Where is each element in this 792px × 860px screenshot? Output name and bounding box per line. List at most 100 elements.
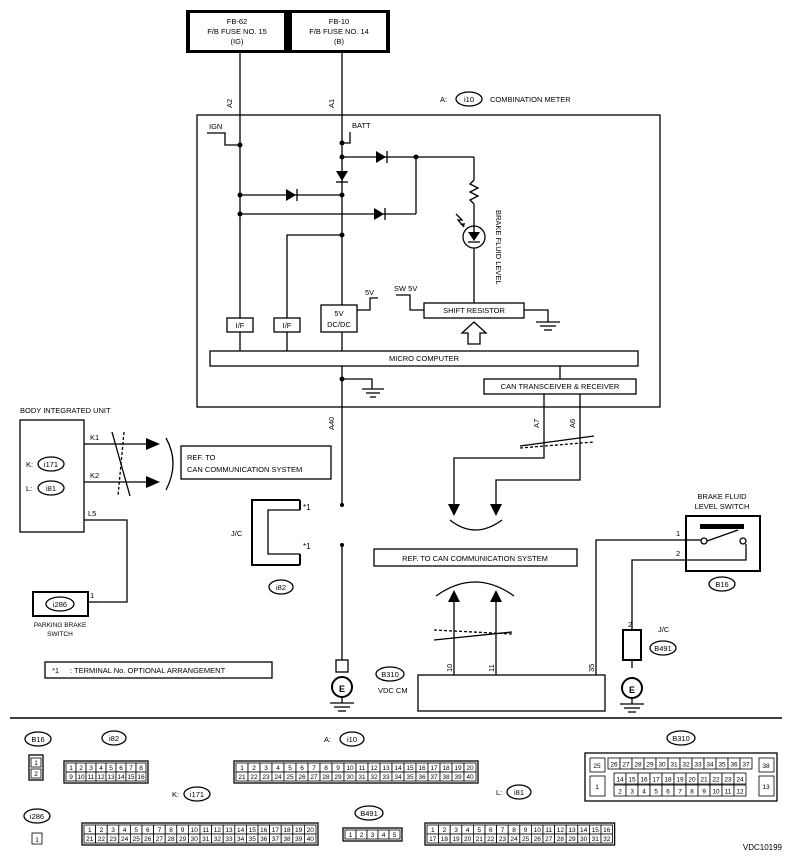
pin-label: 29 bbox=[646, 762, 654, 769]
svg-text:K1: K1 bbox=[90, 433, 99, 442]
pin-label: 14 bbox=[616, 777, 624, 784]
connector-i81-label: L: i81 bbox=[496, 784, 532, 800]
svg-text:i10: i10 bbox=[347, 735, 357, 744]
pin-label: 21 bbox=[476, 836, 484, 843]
svg-text:i171: i171 bbox=[44, 460, 58, 469]
svg-text:E: E bbox=[339, 684, 345, 694]
svg-text:L5: L5 bbox=[88, 509, 96, 518]
pin-label: 37 bbox=[742, 762, 750, 769]
svg-text:SWITCH: SWITCH bbox=[47, 631, 73, 638]
pin-label: 36 bbox=[730, 762, 738, 769]
pin-label: 16 bbox=[137, 774, 145, 781]
pin-label: 9 bbox=[336, 765, 340, 772]
if-box-2: I/F bbox=[273, 317, 301, 333]
pin-label: 6 bbox=[119, 765, 123, 772]
svg-text:5V: 5V bbox=[365, 288, 374, 297]
svg-text:5V: 5V bbox=[334, 309, 343, 318]
pin-label: 19 bbox=[295, 827, 303, 834]
svg-text:A1: A1 bbox=[327, 99, 336, 108]
pin-label: 4 bbox=[642, 789, 646, 796]
svg-text:B16: B16 bbox=[715, 580, 728, 589]
pin-label: 24 bbox=[274, 774, 282, 781]
fuse-box-14: FB-10 F/B FUSE NO. 14 (B) bbox=[288, 10, 390, 53]
pin-label: 7 bbox=[129, 765, 133, 772]
pin-label: 21 bbox=[86, 836, 94, 843]
pin-label: 8 bbox=[169, 827, 173, 834]
pin-label: 29 bbox=[179, 836, 187, 843]
svg-text:38: 38 bbox=[762, 763, 770, 770]
pin-label: 5 bbox=[288, 765, 292, 772]
pin-label: 3 bbox=[89, 765, 93, 772]
pin-label: 1 bbox=[240, 765, 244, 772]
pin-cell bbox=[733, 772, 747, 785]
svg-text:11: 11 bbox=[487, 664, 496, 672]
svg-text:L:: L: bbox=[26, 484, 32, 493]
pin-label: 28 bbox=[557, 836, 565, 843]
can-transceiver-box: CAN TRANSCEIVER & RECEIVER bbox=[483, 378, 637, 395]
svg-text:J/C: J/C bbox=[658, 625, 670, 634]
pin-label: 25 bbox=[286, 774, 294, 781]
svg-text:FB-62: FB-62 bbox=[227, 17, 247, 26]
pin-label: 27 bbox=[156, 836, 164, 843]
pin-label: 2 bbox=[443, 827, 447, 834]
pin-label: 22 bbox=[487, 836, 495, 843]
pin-label: 6 bbox=[489, 827, 493, 834]
micro-computer-box: MICRO COMPUTER bbox=[209, 350, 639, 367]
svg-text:REF. TO: REF. TO bbox=[187, 453, 216, 462]
brake-fluid-level-switch: BRAKE FLUID LEVEL SWITCH B16 bbox=[685, 492, 761, 592]
pin-cell bbox=[135, 771, 147, 782]
pin-label: 7 bbox=[312, 765, 316, 772]
pin-label: 33 bbox=[694, 762, 702, 769]
connector-i171-label: K: i171 bbox=[172, 786, 211, 802]
pin-label: 14 bbox=[237, 827, 245, 834]
ground-e-1: E bbox=[330, 659, 354, 712]
pin-label: 14 bbox=[394, 765, 402, 772]
svg-text:L:: L: bbox=[496, 788, 502, 797]
pin-label: 9 bbox=[69, 774, 73, 781]
vdc-cm-box: B310 VDC CM bbox=[375, 666, 606, 712]
pin-label: 16 bbox=[260, 827, 268, 834]
svg-text:35: 35 bbox=[587, 664, 596, 672]
pin-label: 28 bbox=[322, 774, 330, 781]
svg-text:SW 5V: SW 5V bbox=[394, 284, 417, 293]
svg-text:(IG): (IG) bbox=[231, 37, 244, 46]
svg-text:i286: i286 bbox=[30, 812, 44, 821]
pin-label: 26 bbox=[610, 762, 618, 769]
dcdc-box: 5V DC/DC bbox=[320, 304, 358, 333]
pin-label: 2 bbox=[618, 789, 622, 796]
pin-label: 8 bbox=[690, 789, 694, 796]
meter-title: A: i10 COMBINATION METER bbox=[440, 91, 571, 107]
pin-label: 4 bbox=[276, 765, 280, 772]
pin-label: 3 bbox=[111, 827, 115, 834]
pin-label: 25 bbox=[133, 836, 141, 843]
connector-i286: i286 1 bbox=[23, 808, 51, 845]
connector-i82-label: i82 bbox=[101, 730, 127, 746]
pin-cell bbox=[733, 784, 747, 797]
connector-b491-label: B491 bbox=[354, 805, 384, 821]
svg-text:DC/DC: DC/DC bbox=[327, 320, 351, 329]
pin-label: 1 bbox=[431, 827, 435, 834]
svg-text:FB-10: FB-10 bbox=[329, 17, 349, 26]
pin-label: 4 bbox=[99, 765, 103, 772]
pin-label: 40 bbox=[307, 836, 315, 843]
pin-label: 12 bbox=[97, 774, 105, 781]
pin-label: 7 bbox=[678, 789, 682, 796]
pin-label: 15 bbox=[628, 777, 636, 784]
svg-text:BODY INTEGRATED UNIT: BODY INTEGRATED UNIT bbox=[20, 406, 111, 415]
pin-label: 9 bbox=[181, 827, 185, 834]
pin-label: 12 bbox=[736, 789, 744, 796]
connector-b310-label: B310 bbox=[666, 730, 696, 746]
terminal-note-box: *1 : TERMINAL No. OPTIONAL ARRANGEMENT bbox=[44, 661, 273, 679]
svg-text:i10: i10 bbox=[464, 95, 474, 104]
pin-label: 24 bbox=[121, 836, 129, 843]
pin-label: 12 bbox=[370, 765, 378, 772]
svg-text:SHIFT RESISTOR: SHIFT RESISTOR bbox=[443, 306, 505, 315]
pin-label: 23 bbox=[109, 836, 117, 843]
shift-resistor-box: SHIFT RESISTOR bbox=[423, 302, 525, 319]
pin-label: 29 bbox=[334, 774, 342, 781]
pin-label: 6 bbox=[666, 789, 670, 796]
pin-label: 18 bbox=[664, 777, 672, 784]
pin-label: 22 bbox=[250, 774, 258, 781]
svg-text:*1: *1 bbox=[52, 666, 59, 675]
